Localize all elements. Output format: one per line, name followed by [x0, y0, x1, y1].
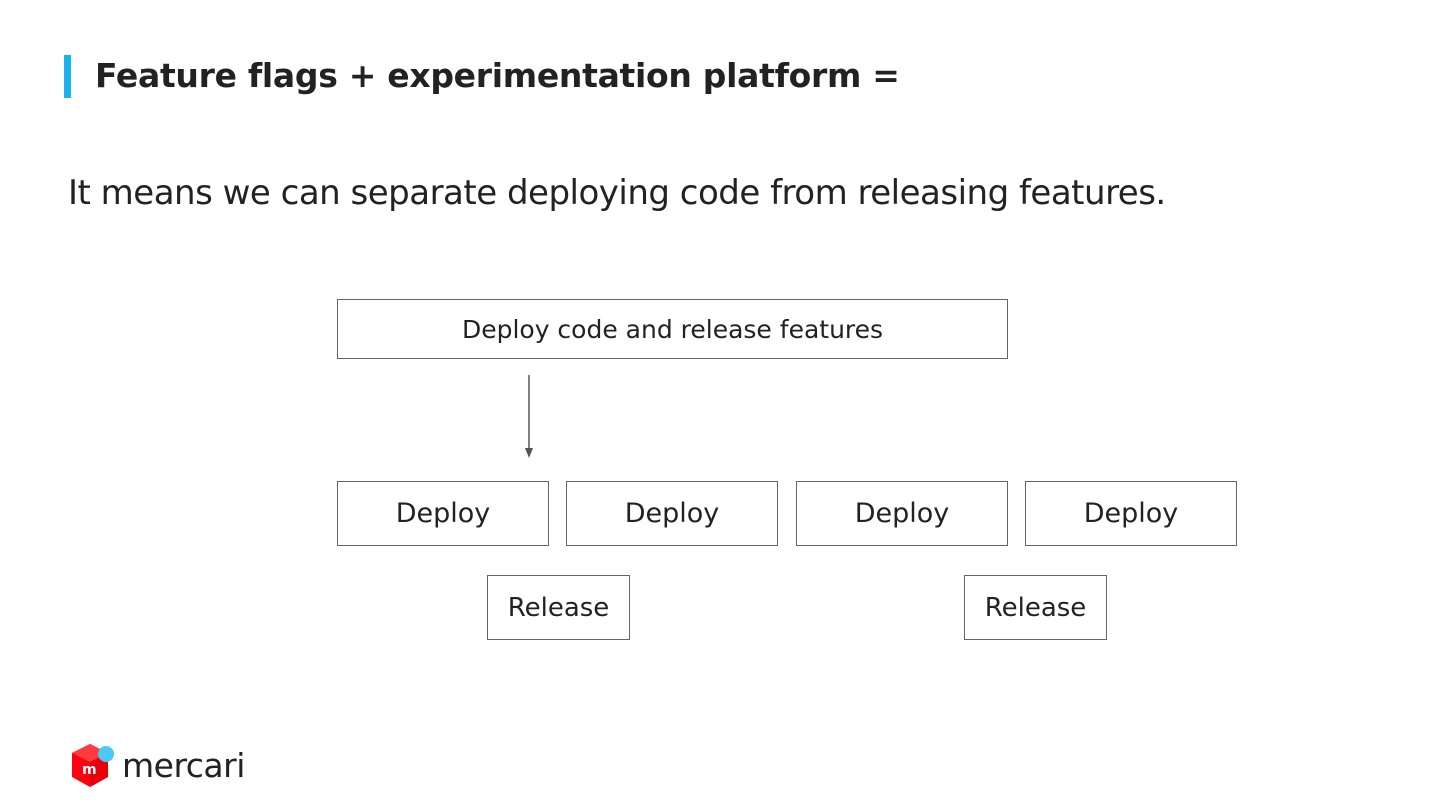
release-box-label: Release — [984, 592, 1087, 623]
top-box: Deploy code and release features — [337, 299, 1008, 359]
release-box: Release — [964, 575, 1107, 640]
deploy-box-label: Deploy — [624, 498, 720, 529]
deploy-box-label: Deploy — [395, 498, 491, 529]
logo-wordmark: mercari — [122, 746, 245, 785]
slide-subtitle: It means we can separate deploying code … — [68, 173, 1166, 213]
deploy-box: Deploy — [566, 481, 778, 546]
svg-text:m: m — [82, 762, 97, 778]
release-box: Release — [487, 575, 630, 640]
deploy-box: Deploy — [796, 481, 1008, 546]
release-box-label: Release — [507, 592, 610, 623]
top-box-label: Deploy code and release features — [461, 314, 884, 344]
deploy-box-label: Deploy — [1083, 498, 1179, 529]
mercari-logo: m mercari — [70, 742, 250, 790]
deploy-box-label: Deploy — [854, 498, 950, 529]
deploy-box: Deploy — [1025, 481, 1237, 546]
deploy-box: Deploy — [337, 481, 549, 546]
page-title: Feature flags + experimentation platform… — [95, 56, 900, 95]
title-accent-bar — [64, 55, 71, 98]
mercari-box-icon: m — [72, 744, 114, 787]
